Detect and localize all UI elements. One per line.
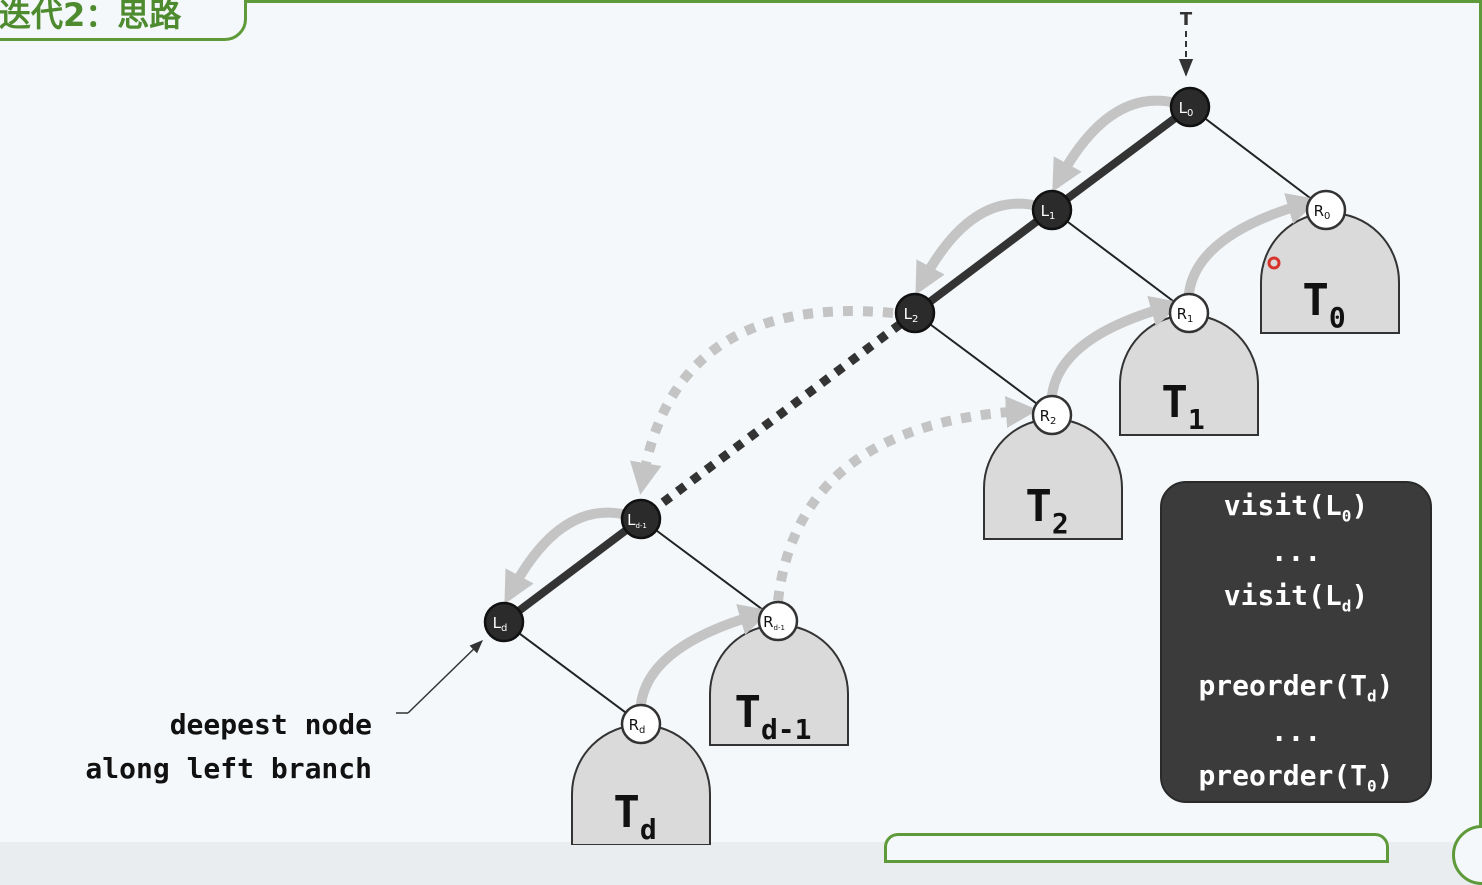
left-node-0: L0 xyxy=(1169,86,1211,128)
caption: deepest node along left branch xyxy=(30,703,372,791)
caption-arrow xyxy=(407,640,483,714)
edge-right-0 xyxy=(1189,106,1327,211)
right-node-1-label: R1 xyxy=(1177,305,1194,325)
left-spine-3 xyxy=(500,515,645,626)
code-line-0: visit(L0) xyxy=(1223,489,1369,526)
subtree-label-0: T0 xyxy=(1302,275,1345,334)
visit-arrow-dotted xyxy=(629,306,894,495)
code-line-4: ... xyxy=(1270,715,1322,748)
right-node-0: R0 xyxy=(1305,189,1347,231)
return-arrow-1 xyxy=(1184,193,1320,298)
return-arrow-4 xyxy=(636,604,772,709)
edge-right-3 xyxy=(640,518,779,622)
right-node-4: Rd xyxy=(620,703,662,745)
edge-right-2 xyxy=(914,312,1053,416)
left-spine-1 xyxy=(911,206,1056,317)
entry-label: T xyxy=(1180,9,1193,30)
left-node-3: Ld-1 xyxy=(620,498,662,540)
visit-arrow-1 xyxy=(915,198,1043,296)
caption-line-2: along left branch xyxy=(85,752,372,785)
right-node-4-label: Rd xyxy=(629,716,646,736)
left-node-1-label: L1 xyxy=(1041,202,1056,222)
footer-tab xyxy=(884,833,1389,863)
left-node-1: L1 xyxy=(1031,189,1073,231)
left-node-0-label: L0 xyxy=(1179,99,1194,119)
left-node-2-label: L2 xyxy=(904,305,919,325)
left-spine-0 xyxy=(1048,103,1194,214)
left-spine-dotted xyxy=(638,309,918,523)
visit-arrow-3 xyxy=(504,507,632,605)
return-arrow-dotted xyxy=(773,396,1038,602)
left-node-4: Ld xyxy=(483,601,525,643)
right-node-2: R2 xyxy=(1031,394,1073,436)
subtree-label-3: Td-1 xyxy=(734,687,811,746)
right-node-0-label: R0 xyxy=(1314,202,1331,222)
subtree-label-2: T2 xyxy=(1025,481,1068,540)
code-line-2: visit(Ld) xyxy=(1223,579,1369,616)
visit-arrow-0 xyxy=(1052,95,1181,193)
return-arrow-2 xyxy=(1047,295,1183,400)
right-node-3: Rd-1 xyxy=(757,600,799,642)
code-line-5: preorder(T0) xyxy=(1198,759,1394,796)
edge-right-1 xyxy=(1051,209,1190,314)
slide-title: 迭代2：思路 xyxy=(0,0,182,34)
code-line-3: preorder(Td) xyxy=(1198,669,1394,706)
right-node-1: R1 xyxy=(1168,292,1210,334)
subtree-label-1: T1 xyxy=(1161,377,1204,436)
cursor-dot xyxy=(1267,256,1281,270)
caption-line-1: deepest node xyxy=(169,708,372,741)
left-node-2: L2 xyxy=(894,292,936,334)
edge-right-4 xyxy=(503,621,642,725)
left-node-3-label: Ld-1 xyxy=(627,511,647,530)
code-line-1: ... xyxy=(1270,535,1322,568)
title-tab: 迭代2：思路 xyxy=(0,0,247,41)
pseudocode-box: visit(L0)... visit(Ld) preorder(Td)... preo… xyxy=(1160,481,1432,803)
right-node-3-label: Rd-1 xyxy=(763,613,785,632)
left-node-4-label: Ld xyxy=(493,614,508,634)
right-node-2-label: R2 xyxy=(1040,407,1057,427)
subtree-label-4: Td xyxy=(613,787,656,845)
